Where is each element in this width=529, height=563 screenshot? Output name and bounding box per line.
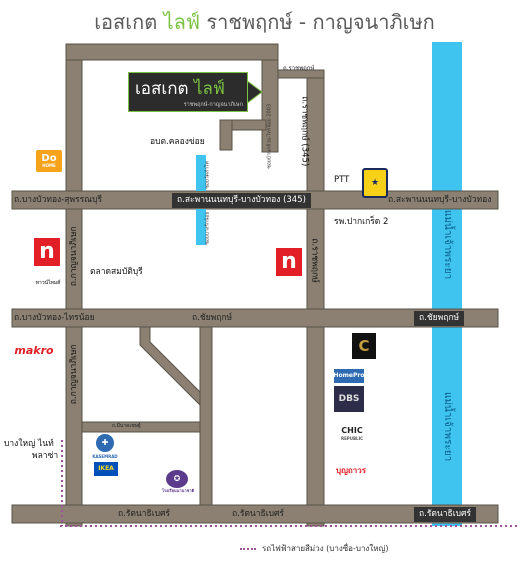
road-small-horizontal (81, 421, 201, 433)
road-rattanathibet (11, 504, 499, 524)
label-road-chaiyaphruek: ถ.ชัยพฤกษ์ (192, 313, 233, 323)
label-road-chaiyaphruek-right: ถ.ชัยพฤกษ์ (414, 311, 465, 326)
label-road-kanchanaphisek-top: ถ.กาญจนาภิเษก (68, 226, 79, 287)
label-river-upper: แม่น้ำเจ้าพระยา (442, 210, 453, 280)
dbs-logo: DBS (334, 386, 364, 412)
label-road-top-small: ถ.ราชพฤกษ์ (283, 65, 315, 72)
label-bangyai: บางใหญ่ ไนท์ (4, 439, 54, 449)
label-plaza: พลาซ่า (32, 451, 59, 461)
label-obt: อบต.คลองข่อย (150, 137, 205, 147)
road-ratchaphruek (306, 71, 325, 527)
label-small-vertical-3: ซอยบ้านกล้วย-ไทรน้อย 2003 (266, 103, 273, 169)
n-logo-right: n (276, 248, 302, 276)
kasemrad-logo: ✚ (96, 434, 114, 452)
boonthavorn-logo: บุญถาวร (335, 466, 367, 475)
road-top (65, 43, 279, 61)
label-road-ratchaphruek-345: ถ.ราชพฤกษ์ (345) (299, 96, 310, 167)
project-subtitle: ราชพฤกษ์-กาญจนาภิเษก (183, 102, 243, 108)
page-title: เอสเกต ไลฟ์ ราชพฤกษ์ - กาญจนาภิเษก (94, 10, 435, 34)
chic-sub-logo: REPUBLIC (340, 436, 363, 441)
chao-phraya-river (432, 42, 462, 526)
label-diag-small: ถ.มีนาคเชษฐ์ (112, 423, 141, 429)
school-crest-logo: ★ (362, 168, 388, 198)
road-ratchaphruek-top (277, 69, 325, 79)
school-text: โรงเรียนนานาชาติ (161, 488, 195, 493)
label-road-rattanathibet-mid: ถ.รัตนาธิเบศร์ (232, 509, 284, 519)
school-logo: ✪ (166, 470, 188, 488)
label-small-vertical: ซอยวัดลำโพ (204, 161, 211, 189)
chic-logo: CHIC (341, 426, 363, 435)
label-road-345: ถ.สะพานนนทบุรี-บางบัวทอง (345) (172, 193, 311, 208)
label-road-ratchaphruek: ถ.ราชพฤกษ์ (309, 238, 320, 283)
label-river-lower: แม่น้ำเจ้าพระยา (442, 392, 453, 462)
legend-dash-icon (240, 547, 256, 550)
blue-line-marker-2 (196, 209, 206, 245)
label-road-rattanathibet-left: ถ.รัตนาธิเบศร์ (118, 509, 170, 519)
road-small-vertical (199, 326, 213, 506)
label-ptt: PTT (334, 175, 350, 185)
label-road-345-right: ถ.สะพานนนทบุรี-บางบัวทอง (388, 195, 492, 205)
label-road-rattanathibet-right: ถ.รัตนาธิเบศร์ (414, 507, 476, 522)
label-road-bangbuathong-suphan: ถ.บางบัวทอง-สุพรรณบุรี (14, 195, 103, 205)
homepro-logo: HomePro (334, 369, 364, 383)
blue-line-marker (196, 155, 206, 191)
central-logo: C (352, 333, 376, 359)
label-road-bangbuathong-sainoi: ถ.บางบัวทอง-ไทรน้อย (14, 313, 95, 323)
kasemrad-text: KASEMRAD (92, 454, 118, 459)
legend-purple-line: รถไฟฟ้าสายสีม่วง (บางซื่อ-บางใหญ่) (240, 542, 388, 555)
label-market: ตลาดสมบัติบุรี (90, 267, 143, 277)
label-hospital: รพ.ปากเกร็ด 2 (334, 217, 389, 227)
road-access-vert (219, 119, 233, 151)
ikea-logo: IKEA (94, 462, 118, 476)
sign-pointer (245, 79, 263, 105)
project-sign: เอสเกต ไลฟ์ ราชพฤกษ์-กาญจนาภิเษก (128, 72, 248, 112)
nonthaburi-logo: ทาวน์ไทมส์ (35, 279, 61, 286)
label-small-vertical-2: ซอยบางรักน้อย (204, 211, 211, 245)
project-name: เอสเกต ไลฟ์ (135, 79, 225, 99)
road-chaiyaphruek (11, 308, 499, 328)
label-road-kanchanaphisek-bottom: ถ.กาญจนาภิเษก (68, 344, 79, 405)
n-logo-left: n (34, 238, 60, 266)
road-diagonal (139, 326, 201, 407)
makro-logo: makro (14, 343, 54, 357)
